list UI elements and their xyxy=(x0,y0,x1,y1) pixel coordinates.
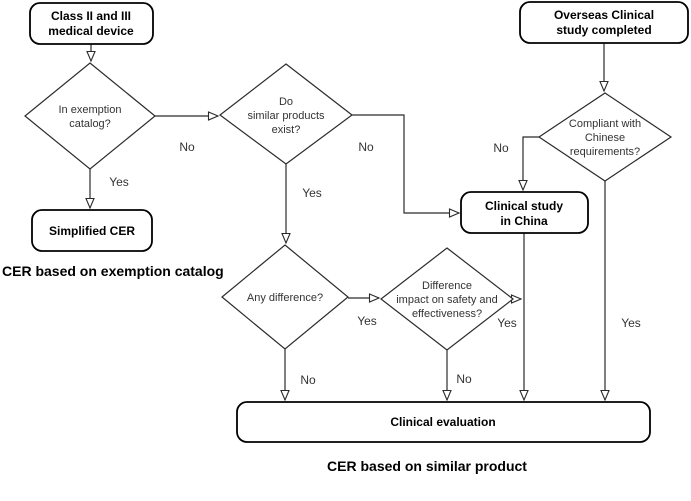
exemption-diamond xyxy=(24,62,156,170)
impact-label-line3: effectiveness? xyxy=(412,308,482,320)
node-clinical-study-china: Clinical study in China xyxy=(460,191,589,234)
caption-exemption-catalog: CER based on exemption catalog xyxy=(2,263,224,279)
compliant-label-line1: Compliant with xyxy=(569,118,641,130)
exemption-label-line2: catalog? xyxy=(69,118,111,130)
caption-similar-product: CER based on similar product xyxy=(327,458,527,474)
label-exemption-no: No xyxy=(179,140,195,154)
impact-diamond xyxy=(380,247,514,351)
node-any-difference: Any difference? xyxy=(221,244,349,350)
similar-products-label-line2: similar products xyxy=(247,110,325,122)
label-compliant-no: No xyxy=(493,141,509,155)
overseas-box xyxy=(519,1,689,44)
label-similar-yes: Yes xyxy=(302,186,322,200)
impact-label-line1: Difference xyxy=(422,280,472,292)
node-overseas: Overseas Clinical study completed xyxy=(519,1,689,44)
similar-products-label-line3: exist? xyxy=(272,124,301,136)
label-impact-yes: Yes xyxy=(497,316,517,330)
clinical-evaluation-label: Clinical evaluation xyxy=(390,415,495,429)
clinical-study-china-label-line1: Clinical study xyxy=(485,199,563,213)
node-similar-products: Do similar products exist? xyxy=(219,63,353,165)
class-device-label-line1: Class II and III xyxy=(51,9,131,23)
compliant-diamond xyxy=(537,92,673,182)
any-difference-diamond xyxy=(221,244,349,350)
simplified-cer-label: Simplified CER xyxy=(49,224,135,238)
node-compliant: Compliant with Chinese requirements? xyxy=(537,92,673,182)
class-device-box xyxy=(29,2,154,45)
any-difference-label: Any difference? xyxy=(247,292,323,304)
impact-label-line2: impact on safety and xyxy=(396,294,498,306)
node-exemption-catalog: In exemption catalog? xyxy=(24,62,156,170)
label-similar-no: No xyxy=(358,140,374,154)
node-impact: Difference impact on safety and effectiv… xyxy=(380,247,514,351)
label-any-difference-yes: Yes xyxy=(357,314,377,328)
overseas-label-line1: Overseas Clinical xyxy=(554,8,654,22)
compliant-label-line3: requirements? xyxy=(570,146,640,158)
node-class-device: Class II and III medical device xyxy=(29,2,154,45)
clinical-study-china-box xyxy=(460,191,589,234)
exemption-label-line1: In exemption xyxy=(59,104,122,116)
clinical-evaluation-box xyxy=(236,401,651,443)
similar-products-diamond xyxy=(219,63,353,165)
label-exemption-yes: Yes xyxy=(109,175,129,189)
clinical-study-china-label-line2: in China xyxy=(500,214,548,228)
simplified-cer-box xyxy=(31,209,153,252)
overseas-label-line2: study completed xyxy=(556,23,651,37)
label-compliant-yes: Yes xyxy=(621,316,641,330)
label-any-difference-no: No xyxy=(300,373,316,387)
edge-compliant-no-to-china xyxy=(518,136,539,192)
compliant-label-line2: Chinese xyxy=(585,132,625,144)
edge-similar-no-to-china xyxy=(352,114,461,218)
node-clinical-evaluation: Clinical evaluation xyxy=(236,401,651,443)
class-device-label-line2: medical device xyxy=(48,24,134,38)
similar-products-label-line1: Do xyxy=(279,96,293,108)
node-simplified-cer: Simplified CER xyxy=(31,209,153,252)
label-impact-no: No xyxy=(456,372,472,386)
